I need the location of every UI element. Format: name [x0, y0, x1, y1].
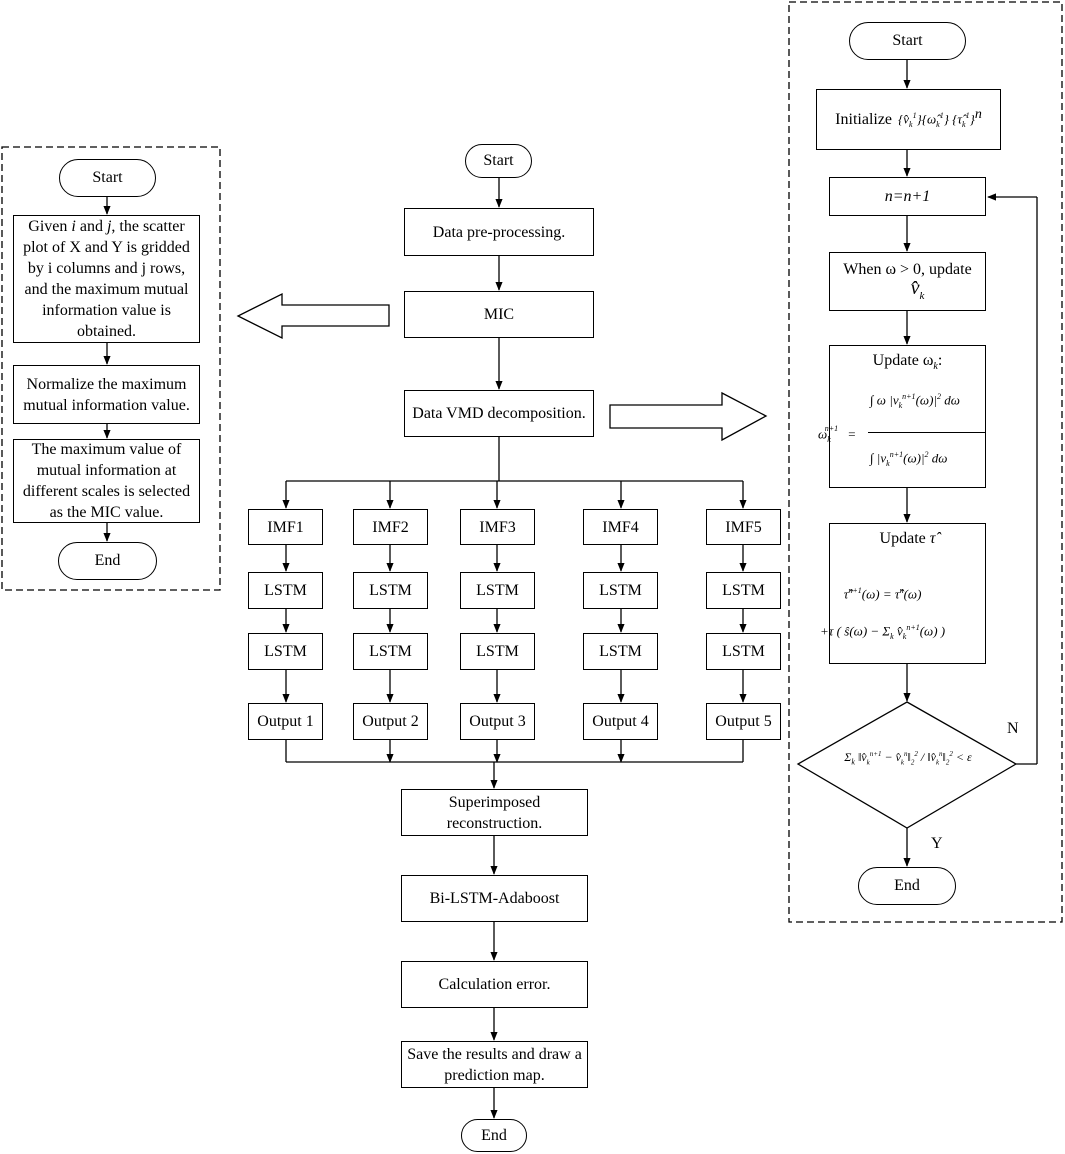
imf-box-4: IMF4	[583, 509, 658, 545]
lstm2-label-5: LSTM	[722, 643, 765, 660]
preprocess-box: Data pre-processing.	[404, 208, 594, 256]
imf-box-2: IMF2	[353, 509, 428, 545]
lstm2-box-4: LSTM	[583, 633, 658, 670]
output-label-5: Output 5	[715, 713, 772, 730]
update-tau-box: Update τ̂ τ̂n+1(ω) = τ̂n(ω) +τ ( ŝ(ω) − …	[820, 523, 986, 664]
imf-box-1: IMF1	[248, 509, 323, 545]
convergence-diamond	[796, 701, 1018, 829]
lstm2-label-3: LSTM	[476, 643, 519, 660]
mic-box: MIC	[404, 291, 594, 338]
lstm1-box-4: LSTM	[583, 572, 658, 609]
lstm2-label-4: LSTM	[599, 643, 642, 660]
imf-box-5: IMF5	[706, 509, 781, 545]
imf-label-4: IMF4	[602, 518, 639, 536]
lstm2-box-2: LSTM	[353, 633, 428, 670]
lstm1-box-1: LSTM	[248, 572, 323, 609]
calc-error-label: Calculation error.	[438, 976, 551, 993]
left-step-select-mic: The maximum value of mutual information …	[13, 439, 200, 523]
update-omega-title: Update ωk:	[872, 352, 943, 373]
loop-label-n: N	[1007, 720, 1019, 737]
left-start-label: Start	[92, 169, 123, 186]
n-increment-box: n=n+1	[829, 177, 986, 216]
update-omega-box: Update ωk: ωkn+1 = ∫ ω |vkn+1(ω)|2 dω ∫ …	[818, 345, 986, 488]
convergence-condition: Σk ‖v̂kn+1 − v̂kn‖22 / ‖v̂kn‖22 < ε	[844, 750, 972, 767]
output-label-4: Output 4	[592, 713, 649, 730]
lstm2-box-5: LSTM	[706, 633, 781, 670]
preprocess-label: Data pre-processing.	[432, 223, 566, 241]
initialize-box: Initialize {v̂k1}{ω̂k1} {τ̂k1}n	[816, 89, 1001, 150]
left-step-select-mic-text: The maximum value of mutual information …	[22, 441, 191, 521]
output-box-4: Output 4	[583, 703, 658, 740]
superimposed-box: Superimposed reconstruction.	[401, 789, 588, 836]
center-start-label: Start	[483, 152, 514, 169]
lstm1-box-3: LSTM	[460, 572, 535, 609]
omega-update-formula: ωkn+1 = ∫ ω |vkn+1(ω)|2 dω ∫ |vkn+1(ω)|2…	[818, 380, 988, 484]
n-increment-label: n=n+1	[884, 188, 931, 205]
lstm1-label-3: LSTM	[476, 582, 519, 599]
initialize-label: Initialize	[835, 111, 893, 128]
exit-label-y: Y	[931, 835, 943, 852]
right-end-label: End	[894, 877, 920, 894]
save-results-box: Save the results and draw a prediction m…	[401, 1041, 588, 1088]
lstm2-label-1: LSTM	[264, 643, 307, 660]
mic-label: MIC	[483, 306, 515, 323]
tau-update-formula: τ̂n+1(ω) = τ̂n(ω) +τ ( ŝ(ω) − Σk v̂kn+1(…	[820, 586, 946, 642]
center-end-terminal: End	[461, 1119, 527, 1152]
imf-label-5: IMF5	[725, 518, 762, 536]
output-box-1: Output 1	[248, 703, 323, 740]
right-end-terminal: End	[858, 867, 956, 905]
left-start-terminal: Start	[59, 159, 156, 197]
right-start-label: Start	[892, 32, 923, 49]
initialize-formula: {v̂k1}{ω̂k1} {τ̂k1}n	[898, 107, 982, 129]
left-step-gridding: Given i and j, the scatter plot of X and…	[13, 215, 200, 343]
vmd-box: Data VMD decomposition.	[404, 390, 594, 437]
imf-label-3: IMF3	[479, 518, 516, 536]
left-step-normalize-text: Normalize the maximum mutual information…	[23, 375, 190, 414]
right-start-terminal: Start	[849, 22, 966, 60]
bilstm-box: Bi-LSTM-Adaboost	[401, 875, 588, 922]
lstm1-label-5: LSTM	[722, 582, 765, 599]
output-box-5: Output 5	[706, 703, 781, 740]
lstm1-box-2: LSTM	[353, 572, 428, 609]
lstm2-box-1: LSTM	[248, 633, 323, 670]
lstm1-label-2: LSTM	[369, 582, 412, 599]
update-tau-title: Update τ̂	[879, 530, 936, 547]
bilstm-label: Bi-LSTM-Adaboost	[429, 890, 560, 907]
imf-label-2: IMF2	[372, 518, 409, 536]
output-label-3: Output 3	[469, 713, 526, 730]
save-results-label: Save the results and draw a prediction m…	[407, 1045, 582, 1084]
left-hollow-arrow	[236, 292, 390, 340]
imf-box-3: IMF3	[460, 509, 535, 545]
right-dashed-frame	[788, 1, 1063, 923]
lstm1-label-4: LSTM	[599, 582, 642, 599]
output-box-2: Output 2	[353, 703, 428, 740]
imf-label-1: IMF1	[267, 518, 304, 536]
update-v-label: When ω > 0, update	[843, 260, 972, 278]
v-hat-k-symbol: v̂k	[910, 276, 925, 302]
lstm2-label-2: LSTM	[369, 643, 412, 660]
left-step-normalize: Normalize the maximum mutual information…	[13, 365, 200, 424]
lstm2-box-3: LSTM	[460, 633, 535, 670]
update-v-box: When ω > 0, update v̂k	[829, 252, 986, 311]
output-label-1: Output 1	[257, 713, 314, 730]
left-end-terminal: End	[58, 542, 157, 580]
output-label-2: Output 2	[362, 713, 419, 730]
center-end-label: End	[481, 1126, 507, 1144]
superimposed-label: Superimposed reconstruction.	[446, 793, 543, 832]
lstm1-box-5: LSTM	[706, 572, 781, 609]
center-start-terminal: Start	[465, 144, 532, 178]
left-end-label: End	[94, 552, 121, 569]
output-box-3: Output 3	[460, 703, 535, 740]
right-hollow-arrow	[609, 391, 768, 442]
lstm1-label-1: LSTM	[264, 582, 307, 599]
left-dashed-frame	[1, 146, 221, 591]
vmd-label: Data VMD decomposition.	[412, 405, 586, 422]
calc-error-box: Calculation error.	[401, 961, 588, 1008]
left-step-gridding-text: Given i and j, the scatter plot of X and…	[23, 218, 190, 340]
